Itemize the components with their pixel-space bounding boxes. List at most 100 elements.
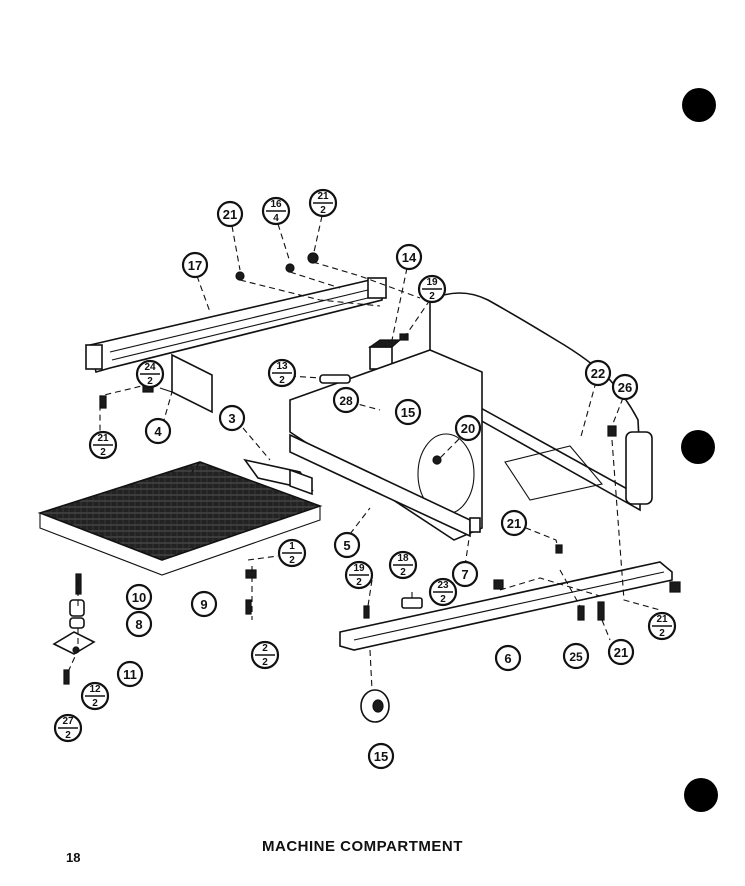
svg-text:16: 16 [270, 199, 282, 210]
svg-text:15: 15 [374, 749, 388, 764]
svg-text:21: 21 [223, 207, 237, 222]
callout-23-over-2: 23 2 [428, 577, 458, 607]
callout-16-over-4: 16 4 [261, 196, 291, 226]
svg-text:27: 27 [62, 716, 74, 727]
svg-text:25: 25 [569, 650, 583, 664]
svg-text:2: 2 [400, 567, 406, 578]
part-4-bracket [159, 353, 213, 414]
leader-lines [67, 215, 661, 691]
svg-text:23: 23 [437, 580, 449, 591]
callout-10: 10 [125, 583, 153, 611]
svg-text:10: 10 [132, 590, 146, 605]
callout-3: 3 [218, 404, 246, 432]
svg-text:1: 1 [289, 541, 295, 552]
svg-text:2: 2 [92, 698, 98, 709]
svg-text:4: 4 [154, 424, 162, 439]
page-number: 18 [66, 850, 81, 865]
part-17-top-rail [85, 277, 387, 374]
binder-hole-top [682, 88, 716, 122]
svg-text:2: 2 [65, 730, 71, 741]
binder-hole-middle [681, 430, 715, 464]
callout-12-over-2: 12 2 [80, 681, 110, 711]
callout-9: 9 [190, 590, 218, 618]
part-9-condenser-coil [37, 461, 323, 576]
svg-text:5: 5 [343, 538, 350, 553]
svg-text:13: 13 [276, 361, 288, 372]
callout-17: 17 [181, 251, 209, 279]
callout-11: 11 [116, 660, 144, 688]
part-8-mount-stack [52, 599, 96, 655]
callout-28: 28 [332, 386, 360, 414]
callout-7: 7 [451, 560, 479, 588]
callout-4: 4 [144, 417, 172, 445]
part-5-control-panel [289, 349, 483, 541]
svg-text:11: 11 [123, 667, 137, 682]
callout-25: 25 [562, 642, 590, 670]
svg-text:18: 18 [397, 553, 409, 564]
svg-text:2: 2 [289, 555, 295, 566]
svg-text:2: 2 [356, 577, 362, 588]
svg-text:21: 21 [614, 645, 628, 660]
callout-14: 14 [395, 243, 423, 271]
svg-text:21: 21 [507, 516, 521, 531]
svg-text:2: 2 [279, 375, 285, 386]
callout-21-over-2-right: 21 2 [647, 611, 677, 641]
page-title: MACHINE COMPARTMENT [262, 838, 463, 855]
svg-text:8: 8 [135, 617, 142, 632]
callout-15-upper: 15 [394, 398, 422, 426]
svg-text:4: 4 [273, 213, 279, 224]
svg-text:15: 15 [401, 405, 415, 420]
callout-6: 6 [494, 644, 522, 672]
svg-text:14: 14 [402, 250, 417, 265]
svg-text:7: 7 [461, 567, 468, 582]
svg-text:17: 17 [188, 258, 202, 273]
callout-19-over-2-bottom: 19 2 [344, 560, 374, 590]
svg-text:22: 22 [591, 366, 605, 381]
svg-text:6: 6 [504, 651, 511, 666]
svg-text:9: 9 [200, 597, 207, 612]
svg-text:2: 2 [440, 594, 446, 605]
svg-text:19: 19 [353, 563, 365, 574]
svg-text:2: 2 [262, 657, 268, 668]
svg-text:2: 2 [147, 376, 153, 387]
part-15-lower-grommet [360, 689, 390, 723]
svg-text:20: 20 [461, 421, 475, 436]
callout-26: 26 [611, 373, 639, 401]
callout-8: 8 [125, 610, 153, 638]
callout-1-over-2: 1 2 [277, 538, 307, 568]
small-fasteners [63, 252, 681, 685]
svg-text:12: 12 [89, 684, 101, 695]
callout-2-over-2: 2 2 [250, 640, 280, 670]
svg-text:2: 2 [429, 291, 435, 302]
svg-text:21: 21 [656, 614, 668, 625]
callout-18-over-2: 18 2 [388, 550, 418, 580]
part-6-bottom-rail [339, 561, 673, 651]
callout-5: 5 [333, 531, 361, 559]
binder-hole-bottom [684, 778, 718, 812]
svg-text:2: 2 [659, 628, 665, 639]
svg-text:3: 3 [228, 411, 235, 426]
svg-text:21: 21 [317, 191, 329, 202]
callout-22: 22 [584, 359, 612, 387]
callout-21-mid: 21 [500, 509, 528, 537]
svg-text:2: 2 [262, 643, 268, 654]
callout-19-over-2-top: 19 2 [417, 274, 447, 304]
svg-text:24: 24 [144, 362, 156, 373]
callout-20: 20 [454, 414, 482, 442]
callout-15-lower: 15 [367, 742, 395, 770]
callout-21-top: 21 [216, 200, 244, 228]
callout-21-lower: 21 [607, 638, 635, 666]
svg-text:2: 2 [320, 205, 326, 216]
callout-27-over-2: 27 2 [53, 713, 83, 743]
callout-24-over-2: 24 2 [135, 359, 165, 389]
callout-21-over-2-left: 21 2 [88, 430, 118, 460]
svg-text:28: 28 [339, 394, 353, 408]
svg-text:2: 2 [100, 447, 106, 458]
svg-text:21: 21 [97, 433, 109, 444]
callout-21-over-2-top: 21 2 [308, 188, 338, 218]
part-20-fan-area [432, 445, 604, 501]
svg-text:19: 19 [426, 277, 438, 288]
part-3-bracket [243, 458, 314, 496]
callout-13-over-2: 13 2 [267, 358, 297, 388]
